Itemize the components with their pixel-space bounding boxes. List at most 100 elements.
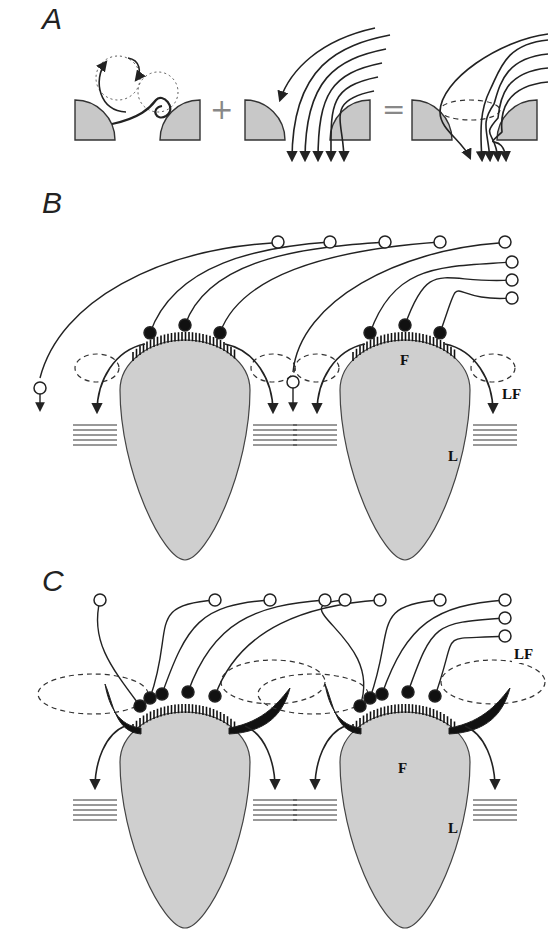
stream-line: [481, 40, 548, 160]
deposited-particle: [364, 692, 376, 704]
lamellae: [253, 800, 297, 820]
stream-line: [293, 243, 499, 372]
lamellae: [293, 425, 337, 445]
leaf-outline: [340, 712, 470, 928]
particle-source: [264, 594, 276, 606]
lamellae: [473, 425, 517, 445]
deposited-particle: [402, 686, 414, 698]
lamellae: [253, 425, 297, 445]
particle-source: [339, 594, 351, 606]
part-label: L: [446, 448, 460, 465]
stream-line: [340, 91, 374, 160]
stream-line: [185, 242, 385, 325]
lamellae: [73, 425, 117, 445]
deposited-particle: [399, 319, 411, 331]
eddy-ellipse: [441, 660, 545, 704]
stream-line: [220, 242, 440, 333]
flow-arrow: [225, 344, 273, 412]
flow-arrow: [317, 344, 365, 412]
stream-line: [215, 600, 380, 696]
lamellae: [293, 800, 337, 820]
eddy-ellipse: [75, 354, 119, 382]
deposited-particle: [182, 686, 194, 698]
deposited-particle: [429, 690, 441, 702]
vortex-circle: [138, 72, 178, 112]
flow-arrow: [465, 726, 495, 788]
plus-sign: +: [210, 96, 233, 124]
particle-source: [209, 594, 221, 606]
stream-line: [490, 68, 548, 160]
ridge-hatch: [133, 704, 235, 733]
deposited-particle: [376, 688, 388, 700]
stream-line: [305, 49, 386, 160]
deposited-particle: [144, 327, 156, 339]
particle-source: [499, 612, 511, 624]
wake-wedge: [229, 688, 290, 734]
particle-source: [499, 236, 511, 248]
flow-arrow: [445, 344, 493, 412]
stream-line: [318, 63, 382, 160]
stream-line: [321, 600, 363, 706]
stream-line: [292, 35, 390, 160]
particle-source: [379, 236, 391, 248]
vortex-arrow: [128, 58, 139, 80]
leaf-outline: [340, 340, 470, 560]
equals-sign: =: [382, 96, 405, 124]
stream-line: [280, 28, 375, 100]
stream-line: [382, 600, 505, 694]
particle-source: [506, 256, 518, 268]
panel-letter: A: [42, 4, 62, 34]
ridge-hatch: [353, 704, 455, 733]
stream-line: [370, 262, 512, 333]
eddy-ellipse: [221, 660, 325, 704]
deposited-particle: [354, 700, 366, 712]
flow-arrow: [97, 344, 145, 412]
stream-line: [97, 600, 140, 706]
ridge-block: [497, 100, 537, 140]
leaf-outline: [120, 712, 250, 928]
leaf-outline: [120, 340, 250, 560]
part-label: L: [446, 820, 460, 837]
stream-line: [435, 636, 505, 696]
stream-line: [331, 77, 378, 160]
vortex-circle: [96, 56, 140, 100]
stream-line: [486, 54, 548, 160]
deposited-particle: [144, 692, 156, 704]
stream-line: [292, 388, 293, 410]
stream-line: [493, 82, 548, 160]
particle-source: [374, 594, 386, 606]
particle-source: [94, 594, 106, 606]
particle-source: [34, 382, 46, 394]
ridge-block: [330, 100, 370, 140]
stream-line: [408, 618, 505, 692]
particle-source: [434, 236, 446, 248]
stream-line: [370, 600, 440, 698]
lamellae: [473, 800, 517, 820]
particle-source: [506, 292, 518, 304]
particle-source: [499, 630, 511, 642]
flow-arrow: [315, 726, 345, 788]
flow-arrow: [245, 726, 275, 788]
lamellae: [73, 800, 117, 820]
deposited-particle: [134, 700, 146, 712]
stream-line: [150, 600, 215, 698]
eddy-ellipse: [295, 354, 339, 382]
particle-source: [272, 236, 284, 248]
stream-line: [405, 278, 512, 325]
flow-arrow: [95, 726, 125, 788]
eddy-ellipse: [258, 674, 368, 714]
part-label: LF: [500, 386, 523, 403]
stream-line: [440, 291, 512, 333]
panel-letter: B: [42, 188, 62, 218]
deposited-particle: [209, 690, 221, 702]
panel-letter: C: [42, 566, 64, 596]
deposited-particle: [214, 327, 226, 339]
eddy-ellipse: [471, 354, 515, 382]
stream-line: [440, 34, 548, 158]
part-label: LF: [512, 646, 535, 663]
stream-line: [40, 243, 272, 378]
ridge-block: [412, 100, 452, 140]
particle-source: [319, 594, 331, 606]
vortex-arrow: [99, 62, 126, 112]
